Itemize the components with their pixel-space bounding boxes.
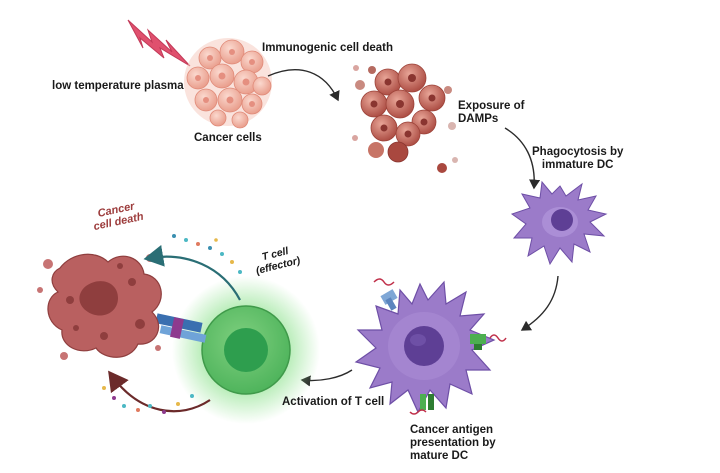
label-phago-line2: immature DC [541,159,614,171]
label-plasma: low temperature plasma [52,80,184,92]
cytokine-dots-bottom [102,386,194,414]
synapse-receptor [155,313,207,343]
label-antigen-line1: Cancer antigen [410,424,494,436]
label-antigen-line2: presentation by [410,437,496,449]
receptor-icon [373,278,507,415]
arrow-icd [267,69,340,102]
arrow-maturation [520,275,559,331]
label-damps-line1: Exposure of [458,100,525,112]
t-cell [172,276,320,424]
label-icd: Immunogenic cell death [262,42,393,54]
cancer-cell-cluster [184,38,272,129]
damp-cluster [352,63,458,173]
arrow-cytotoxic [143,244,241,301]
label-damps-line2: DAMPs [458,113,499,125]
label-antigen-line3: mature DC [410,450,469,462]
label-cancer-cells: Cancer cells [194,132,262,144]
arrow-phagocytosis [504,127,541,190]
label-damps: Exposure of DAMPs [458,100,524,126]
label-phagocytosis: Phagocytosis by immature DC [532,146,623,172]
immature-dc [510,180,608,266]
lightning-icon [127,19,191,67]
cytokine-dots-top [172,234,242,274]
label-activation: Activation of T cell [282,396,385,408]
arrow-return [108,370,211,413]
label-antigen-presentation: Cancer antigen presentation by mature DC [410,424,496,463]
mature-dc [354,280,496,414]
dead-cancer-cell [37,253,162,360]
label-phago-line1: Phagocytosis by [532,146,624,158]
